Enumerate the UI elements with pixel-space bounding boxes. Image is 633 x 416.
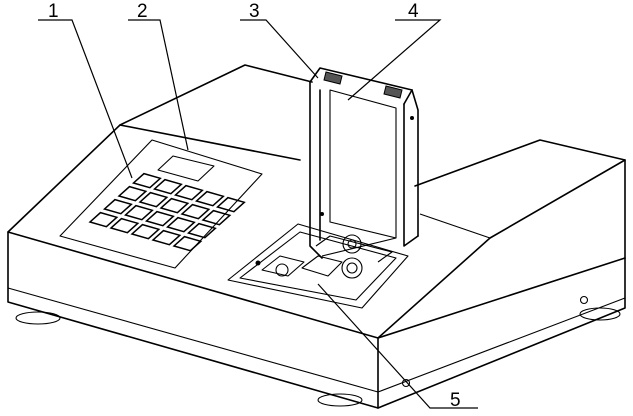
- keypad-key: [109, 217, 140, 234]
- keypad-key: [201, 209, 232, 226]
- keypad-key: [172, 235, 203, 252]
- sample-tray: [227, 223, 409, 309]
- keypad-key: [215, 196, 246, 213]
- keypad-key: [138, 191, 169, 208]
- keypad-key: [130, 223, 161, 240]
- feet: [15, 307, 621, 407]
- open-lid: [309, 67, 419, 259]
- keypad-key: [152, 178, 183, 195]
- keypad: [88, 172, 246, 252]
- leader-5: [317, 283, 478, 409]
- keypad-key: [186, 222, 217, 239]
- control-panel: [59, 139, 263, 269]
- keypad-key: [151, 229, 182, 246]
- leader-2: [128, 19, 189, 151]
- instrument-housing: [7, 64, 626, 409]
- keypad-key: [102, 198, 133, 215]
- callout-1: 1: [48, 1, 59, 22]
- keypad-key: [131, 172, 162, 189]
- leader-4: [347, 19, 442, 101]
- callout-labels: 1 2 3 4 5: [48, 1, 461, 411]
- keypad-key: [194, 190, 225, 207]
- keypad-key: [180, 203, 211, 220]
- keypad-key: [117, 185, 148, 202]
- callout-5: 5: [450, 390, 461, 411]
- keypad-key: [144, 210, 175, 227]
- leader-1: [38, 19, 133, 179]
- keypad-key: [165, 216, 196, 233]
- callout-3: 3: [249, 1, 260, 22]
- keypad-key: [123, 204, 154, 221]
- leader-3: [240, 19, 319, 79]
- callout-4: 4: [408, 1, 419, 22]
- keypad-key: [88, 211, 119, 228]
- leader-lines: [38, 19, 478, 409]
- callout-2: 2: [137, 1, 148, 22]
- keypad-key: [159, 197, 190, 214]
- display-window: [157, 155, 215, 182]
- keypad-key: [173, 184, 204, 201]
